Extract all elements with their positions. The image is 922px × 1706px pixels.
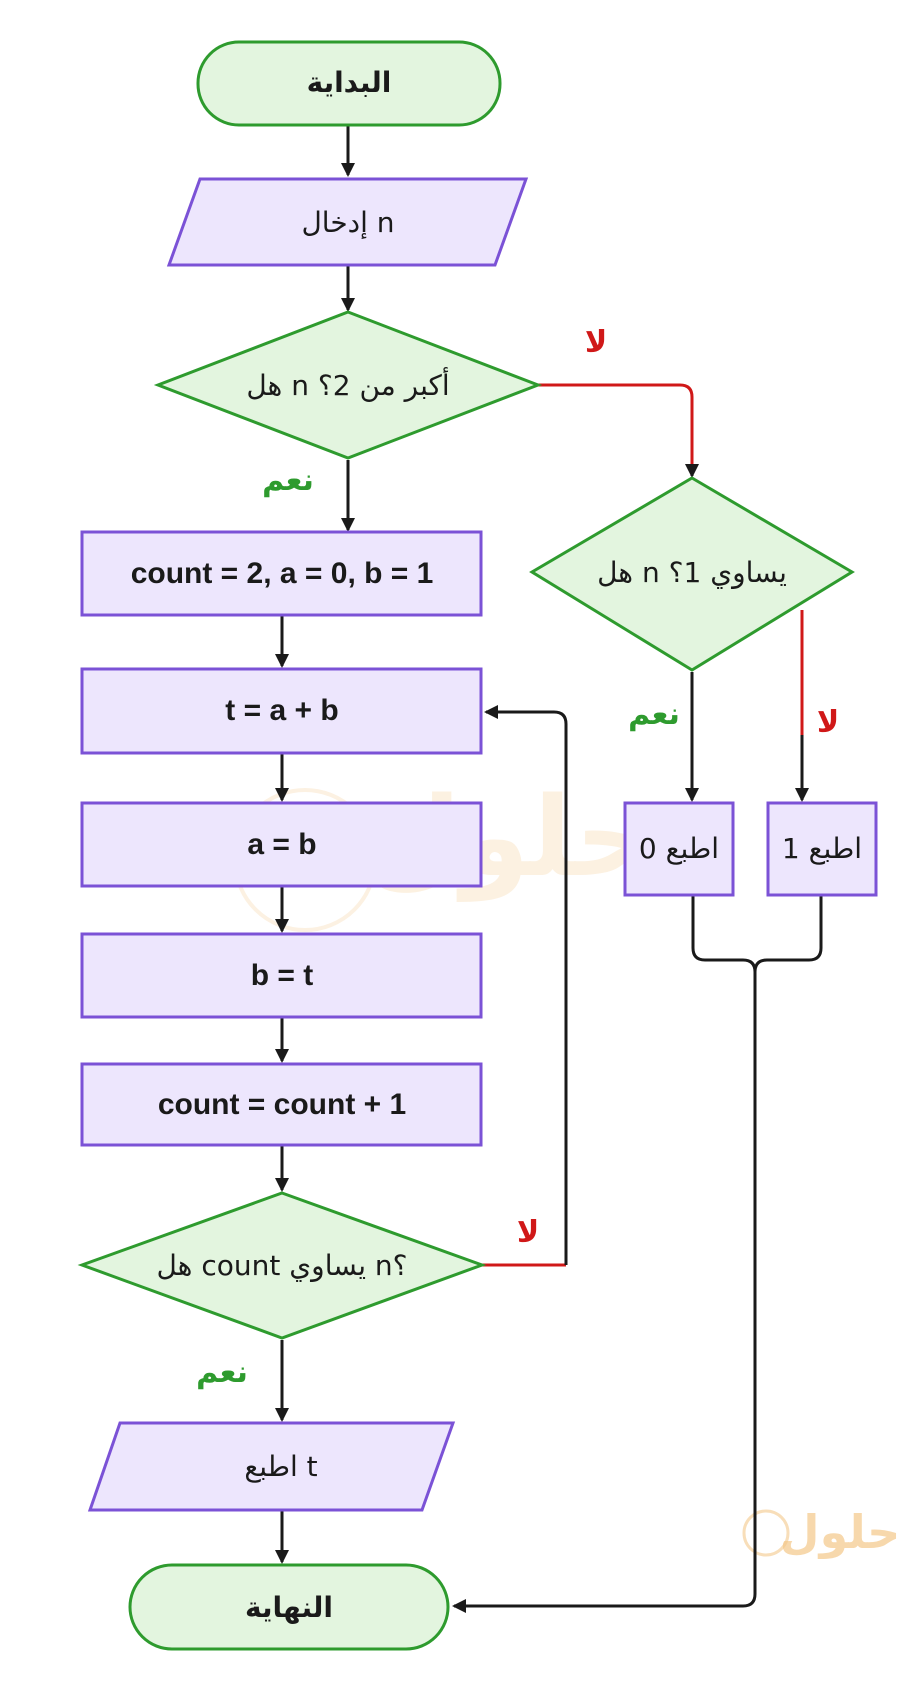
arrow-print-0-to-end <box>452 895 757 1613</box>
init-node: count = 2, a = 0, b = 1 <box>80 530 483 617</box>
assign-a-label: a = b <box>247 828 316 861</box>
print-1-label: اطبع 1 <box>782 832 862 865</box>
branch-yes-count-eq-n: نعم <box>196 1355 248 1390</box>
end-label: النهاية <box>245 1591 333 1624</box>
start-label: البداية <box>307 66 392 99</box>
branch-labels: لا نعم نعم لا لا نعم <box>196 325 839 1390</box>
decision-n-gt-2-label: هل n أكبر من 2؟ <box>246 366 449 402</box>
increment-label: count = count + 1 <box>158 1088 406 1121</box>
print-t-label: اطبع t <box>244 1450 317 1483</box>
print-1-node: اطبع 1 <box>766 801 878 897</box>
assign-b-label: b = t <box>251 959 314 992</box>
branch-yes-n-eq-1: نعم <box>628 697 680 732</box>
decision-n-eq-1-label: هل n يساوي 1؟ <box>597 556 787 589</box>
arrow-decision-no-to-n-eq-1 <box>538 383 694 470</box>
increment-node: count = count + 1 <box>80 1062 483 1147</box>
decision-n-eq-1-node: هل n يساوي 1؟ <box>529 476 855 672</box>
print-0-label: اطبع 0 <box>639 832 719 865</box>
assign-a-node: a = b <box>80 801 483 888</box>
input-n-label: إدخال n <box>301 206 394 239</box>
branch-no-n-gt-2: لا <box>585 325 607 360</box>
watermark-text-small: حلول <box>780 1505 901 1559</box>
connectors <box>275 125 823 1613</box>
init-label: count = 2, a = 0, b = 1 <box>131 557 434 590</box>
input-n-node: إدخال n <box>166 177 529 267</box>
arrow-loop-back-to-calc-t <box>484 705 568 1265</box>
decision-count-eq-n-node: هل count يساوي n؟ <box>77 1191 487 1340</box>
start-node: البداية <box>196 40 502 127</box>
arrow-print-1-merge <box>753 895 823 973</box>
branch-no-n-eq-1: لا <box>817 705 839 740</box>
decision-n-gt-2-node: هل n أكبر من 2؟ <box>153 310 543 460</box>
calc-t-label: t = a + b <box>225 694 338 727</box>
print-0-node: اطبع 0 <box>623 801 735 897</box>
calc-t-node: t = a + b <box>80 667 483 755</box>
branch-no-count-eq-n: لا <box>517 1215 539 1250</box>
decision-count-eq-n-label: هل count يساوي n؟ <box>156 1249 407 1282</box>
print-t-node: اطبع t <box>87 1421 456 1512</box>
branch-yes-n-gt-2: نعم <box>262 463 314 498</box>
assign-b-node: b = t <box>80 932 483 1019</box>
end-node: النهاية <box>128 1563 450 1651</box>
